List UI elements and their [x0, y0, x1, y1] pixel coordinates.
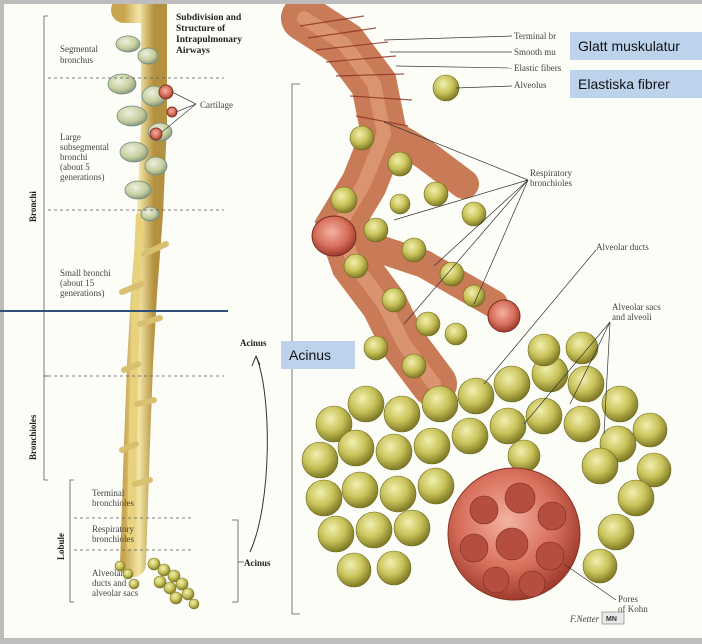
svg-text:Respiratorybronchioles: Respiratorybronchioles [92, 524, 134, 544]
label-small-3: generations) [60, 288, 104, 298]
label-alveolar-2: ducts and [92, 578, 127, 588]
callout-acinus: Acinus [281, 341, 355, 369]
publisher-badge-text: MN [606, 616, 617, 623]
title-line-3: Intrapulmonary [176, 35, 242, 45]
svg-text:Segmentalbronchus: Segmentalbronchus [60, 44, 98, 65]
label-alveolar-1: Alveolar [92, 568, 124, 578]
callout-elastiska-fibrer: Elastiska fibrer [570, 70, 702, 98]
acinus-curved-arrow [250, 356, 267, 552]
label-large-4: (about 5 [60, 162, 90, 172]
title-line-4: Airways [176, 46, 210, 56]
label-lobule: Lobule [56, 533, 66, 560]
callout-glatt-muskulatur: Glatt muskulatur [570, 32, 702, 60]
acinus-left-bracket [232, 520, 244, 602]
label-acinus-right: Acinus [240, 338, 267, 348]
label-segmental-1: Segmental [60, 44, 98, 54]
label-alveolar-ducts: Alveolar ducts [596, 242, 649, 252]
svg-text:Largesubsegmentalbronchi(about: Largesubsegmentalbronchi(about 5generati… [60, 132, 109, 182]
label-pores-1: Pores [618, 594, 638, 604]
label-resp-bronchioles-1: Respiratory [530, 168, 572, 178]
label-large-5: generations) [60, 172, 104, 182]
label-bronchi: Bronchi [28, 191, 38, 222]
divider-line [0, 310, 228, 312]
label-alveolar-sacs-2: and alveoli [612, 312, 652, 322]
label-respiratory-1: Respiratory [92, 524, 134, 534]
label-segmental-2: bronchus [60, 55, 93, 65]
title-line-1: Subdivision and [176, 13, 242, 23]
svg-text:Poresof Kohn: Poresof Kohn [618, 594, 648, 614]
label-alveolus: Alveolus [514, 80, 547, 90]
label-small-1: Small bronchi [60, 268, 111, 278]
label-alveolar-3: alveolar sacs [92, 588, 139, 598]
label-acinus-left: Acinus [244, 558, 271, 568]
title-line-2: Structure of [176, 24, 226, 34]
svg-text:Subdivision andStructure ofInt: Subdivision andStructure ofIntrapulmonar… [176, 13, 242, 56]
label-bronchioles: Bronchioles [28, 414, 38, 460]
label-terminal-br: Terminal br [514, 31, 556, 41]
label-large-1: Large [60, 132, 81, 142]
svg-text:Alveolar sacsand alveoli: Alveolar sacsand alveoli [612, 302, 661, 322]
label-large-2: subsegmental [60, 142, 109, 152]
svg-text:Respiratorybronchioles: Respiratorybronchioles [530, 168, 572, 188]
airway-illustration: Subdivision andStructure ofIntrapulmonar… [4, 4, 698, 638]
svg-text:Small bronchi(about 15generati: Small bronchi(about 15generations) [60, 268, 111, 298]
label-cartilage: Cartilage [200, 100, 233, 110]
label-elastic-fibers: Elastic fibers [514, 63, 562, 73]
label-small-2: (about 15 [60, 278, 95, 288]
netter-signature: F.Netter [569, 614, 600, 624]
label-large-3: bronchi [60, 152, 88, 162]
label-terminal-2: bronchioles [92, 498, 134, 508]
sectioned-alveolar-sac [448, 468, 580, 600]
label-alveolar-sacs-1: Alveolar sacs [612, 302, 661, 312]
label-respiratory-2: bronchioles [92, 534, 134, 544]
label-terminal-1: Terminal [92, 488, 125, 498]
label-smooth-mu: Smooth mu [514, 47, 556, 57]
label-resp-bronchioles-2: bronchioles [530, 178, 572, 188]
